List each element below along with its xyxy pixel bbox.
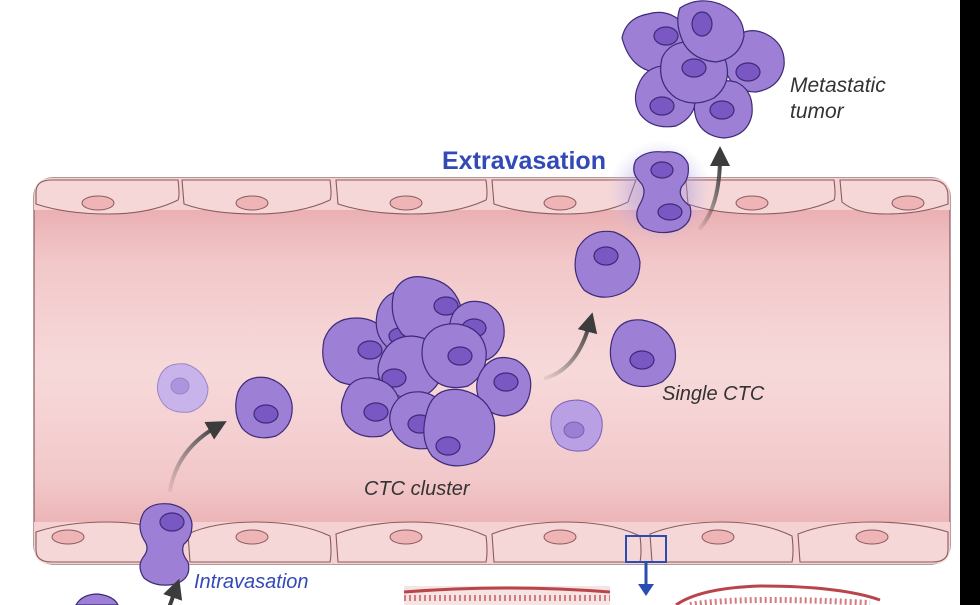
arrow-extravasation <box>698 146 730 230</box>
single-ctc-left <box>235 376 293 439</box>
intravasating-cell <box>139 503 193 586</box>
extravasation-label: Extravasation <box>442 147 606 175</box>
inset-marker <box>625 535 667 596</box>
single-ctc-faded-right <box>550 399 603 452</box>
partial-cell-bottom-left <box>75 593 119 605</box>
single-ctc-main <box>609 319 677 388</box>
arrows <box>163 146 730 605</box>
right-edge-bar <box>960 0 980 605</box>
intravasation-label: Intravasation <box>194 571 309 593</box>
metastatic-tumor-label-line2: tumor <box>790 100 844 123</box>
arrow-cluster-to-ctc <box>544 312 598 380</box>
endothelium-top <box>34 178 950 215</box>
extravasating-cell <box>633 151 692 234</box>
metastatic-tumor <box>621 0 785 139</box>
single-ctc-faded-left <box>156 363 209 413</box>
lower-vessel-segments <box>403 584 881 605</box>
arrow-intravasation <box>168 421 227 492</box>
ctc-cluster <box>322 276 532 467</box>
ctc-cluster-label: CTC cluster <box>364 478 470 500</box>
arrow-intravasation-bottom <box>163 578 183 605</box>
single-ctc-upper <box>574 230 641 298</box>
metastatic-tumor-label-line1: Metastatic <box>790 74 886 97</box>
single-ctc-label: Single CTC <box>662 383 765 405</box>
